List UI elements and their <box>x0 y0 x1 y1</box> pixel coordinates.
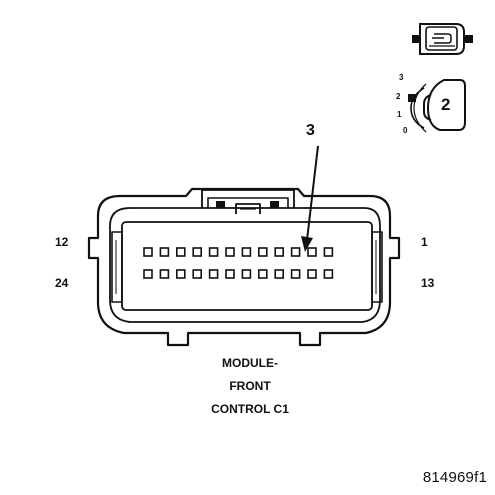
pin-label-top-left: 12 <box>55 235 69 249</box>
connector-face <box>121 221 373 311</box>
connector-side-view-icon <box>412 23 473 55</box>
callout-3-label: 3 <box>306 122 315 139</box>
pin-cavity-top-1 <box>143 247 153 257</box>
pin-cavity-top-6 <box>225 247 235 257</box>
pin-label-bottom-left: 24 <box>55 276 69 290</box>
pin-cavity-bottom-11 <box>307 269 317 279</box>
title-line-3: CONTROL C1 <box>211 402 289 416</box>
housing-inner-shell <box>109 207 381 323</box>
lock-position-0: 0 <box>403 126 408 135</box>
pin-cavity-bottom-9 <box>274 269 285 279</box>
pin-cavity-bottom-4 <box>192 269 202 279</box>
callout-arrow <box>301 145 319 252</box>
housing-outer-shell <box>87 187 401 347</box>
pin-cavity-bottom-12 <box>323 269 334 279</box>
connector-housing <box>87 187 401 347</box>
pin-cavity-bottom-7 <box>241 269 252 279</box>
pin-cavity-bottom-6 <box>225 269 235 279</box>
figure-id: 814969f1 <box>422 469 487 486</box>
lock-position-3: 3 <box>399 73 404 82</box>
pin-label-top-right: 1 <box>421 235 428 249</box>
title-line-2: FRONT <box>229 379 271 393</box>
pin-cavity-top-11 <box>307 247 317 257</box>
pin-cavity-bottom-10 <box>290 269 301 279</box>
pin-cavity-top-5 <box>208 247 219 257</box>
pin-cavity-bottom-8 <box>257 269 268 279</box>
pin-cavity-top-9 <box>274 247 285 257</box>
left-key <box>111 231 123 303</box>
pin-cavity-bottom-2 <box>159 269 170 279</box>
pin-label-bottom-right: 13 <box>421 276 435 290</box>
pin-cavity-top-4 <box>192 247 202 257</box>
lock-position-detail-icon <box>408 79 466 133</box>
pin-cavity-top-7 <box>241 247 252 257</box>
lock-position-2: 2 <box>396 92 401 101</box>
pin-cavity-bottom-1 <box>143 269 153 279</box>
pin-cavity-top-12 <box>323 247 334 257</box>
lock-position-1: 1 <box>397 110 402 119</box>
right-key <box>371 231 383 303</box>
pin-cavity-top-10 <box>290 247 301 257</box>
pin-cavities <box>143 247 334 279</box>
callout-2-label: 2 <box>441 95 451 114</box>
connector-title: MODULE- FRONT CONTROL C1 <box>150 352 350 421</box>
pin-cavity-top-3 <box>176 247 186 257</box>
pin-cavity-bottom-3 <box>176 269 186 279</box>
pin-cavity-top-2 <box>159 247 170 257</box>
title-line-1: MODULE- <box>222 356 278 370</box>
latch <box>201 189 295 208</box>
pin-cavity-top-8 <box>257 247 268 257</box>
pin-cavity-bottom-5 <box>208 269 219 279</box>
